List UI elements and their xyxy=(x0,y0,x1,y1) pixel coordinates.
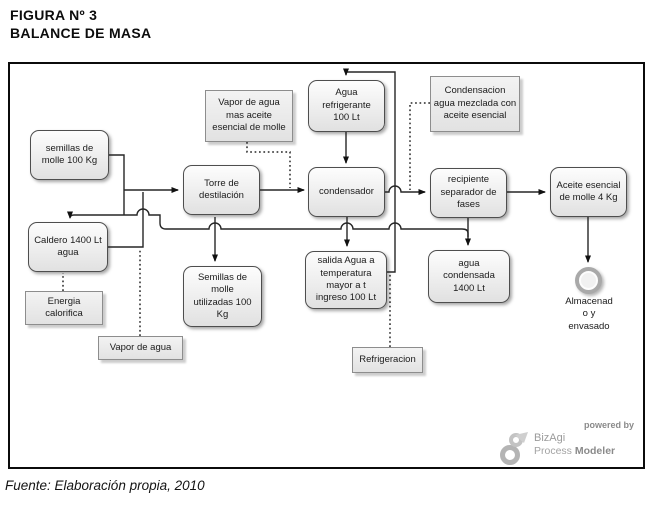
figure-title-line2: BALANCE DE MASA xyxy=(10,25,152,42)
annotation-vapor-de-agua: Vapor de agua xyxy=(98,336,183,360)
task-agua-condensada: agua condensada 1400 Lt xyxy=(428,250,510,303)
annotation-condensacion: Condensacion agua mezclada con aceite es… xyxy=(430,76,520,132)
bizagi-product-label: Process Modeler xyxy=(534,445,615,457)
figure-title: FIGURA Nº 3 BALANCE DE MASA xyxy=(10,6,151,43)
diagram-frame xyxy=(8,62,645,469)
bizagi-logo-icon xyxy=(500,430,530,471)
task-semillas: semillas de molle 100 Kg xyxy=(30,130,109,180)
task-torre-destilacion: Torre de destilación xyxy=(183,165,260,215)
task-agua-refrigerante: Agua refrigerante 100 Lt xyxy=(308,80,385,132)
task-aceite-esencial: Aceite esencial de molle 4 Kg xyxy=(550,167,627,217)
end-event-label: Almacenad o y envasado xyxy=(565,296,613,332)
task-caldero: Caldero 1400 Lt agua xyxy=(28,222,108,272)
task-semillas-utilizadas: Semillas de molle utilizadas 100 Kg xyxy=(183,266,262,327)
powered-by-label: powered by xyxy=(583,420,634,430)
task-salida-agua: salida Agua a temperatura mayor a t ingr… xyxy=(305,251,387,309)
bizagi-product-bold: Modeler xyxy=(574,444,616,457)
annotation-energia-calorifica: Energia calorifica xyxy=(25,291,103,325)
bizagi-product-normal: Process xyxy=(534,444,575,457)
bizagi-brand-label: BizAgi xyxy=(534,432,566,444)
task-recipiente-separador: recipiente separador de fases xyxy=(430,168,507,218)
annotation-vapor-aceite: Vapor de agua mas aceite esencial de mol… xyxy=(205,90,293,142)
bizagi-watermark: powered by BizAgi Process Modeler xyxy=(500,420,638,471)
task-condensador: condensador xyxy=(308,167,385,217)
figure-source-caption: Fuente: Elaboración propia, 2010 xyxy=(5,478,205,493)
end-event-circle xyxy=(575,267,602,294)
figure-title-line1: FIGURA Nº 3 xyxy=(10,7,98,23)
annotation-refrigeracion: Refrigeracion xyxy=(352,347,423,373)
